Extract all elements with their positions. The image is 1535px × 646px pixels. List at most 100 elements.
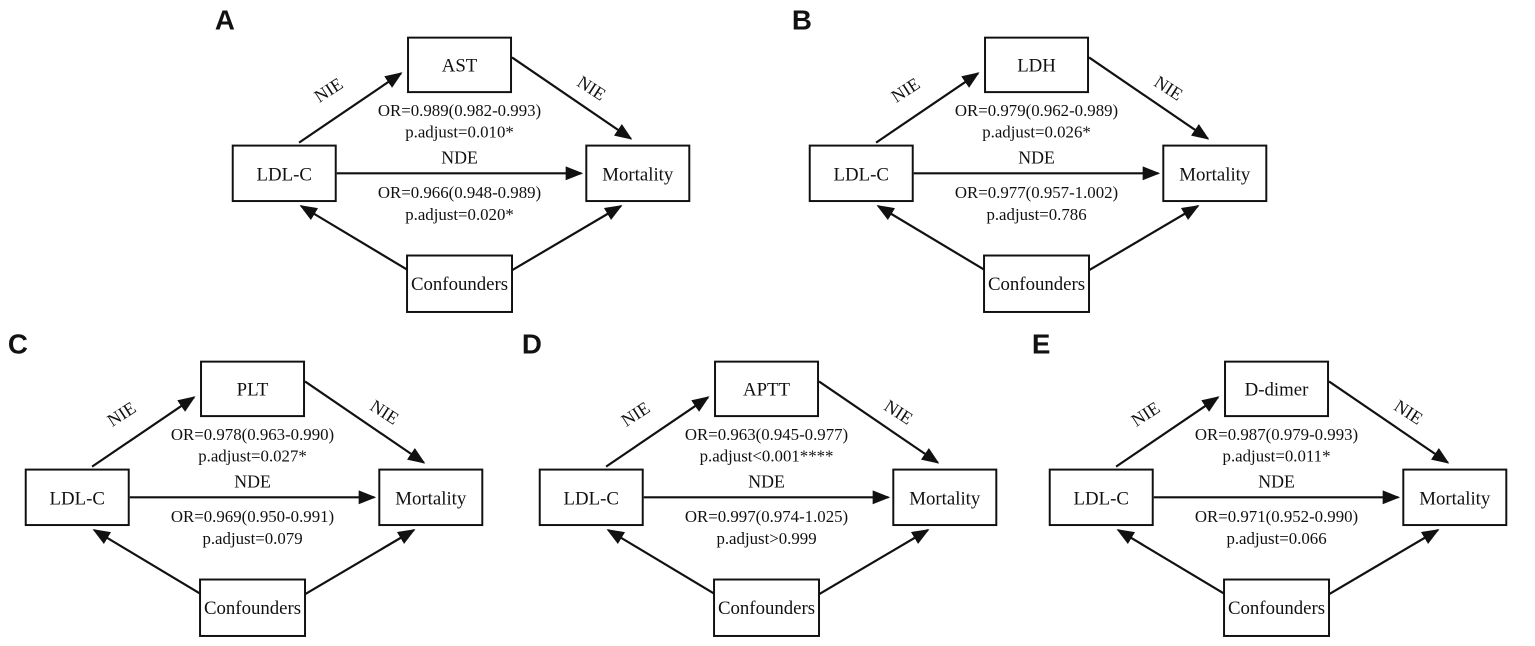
mediator-box <box>407 36 513 94</box>
outcome-label: Mortality <box>909 488 981 509</box>
arrow-mediator-to-outcome <box>304 380 426 464</box>
nde-label: NDE <box>1258 471 1295 491</box>
arrow-confounders-to-outcome <box>504 205 623 276</box>
arrow-confounders-to-outcome <box>1081 205 1200 276</box>
outcome-label: Mortality <box>1179 164 1251 185</box>
nde-label: NDE <box>748 471 785 491</box>
direct-or-text: OR=0.969(0.950-0.991) <box>171 507 334 526</box>
mediator-box <box>714 360 820 418</box>
outcome-box <box>1162 144 1268 203</box>
nie-right-label: NIE <box>881 396 917 429</box>
mediation-diagram: A LDL-C AST Mortality Confounders NIE <box>215 5 691 313</box>
mediator-label: APTT <box>743 379 791 400</box>
nde-label: NDE <box>1018 147 1055 167</box>
confounders-box <box>713 578 821 637</box>
confounders-label: Confounders <box>988 274 1085 295</box>
arrow-confounders-to-outcome <box>811 529 930 600</box>
exposure-box <box>1048 468 1154 527</box>
arrow-exposure-to-mediator <box>298 72 403 144</box>
nde-label: NDE <box>441 147 478 167</box>
nie-right-label: NIE <box>367 396 403 429</box>
panel-letter: A <box>215 5 235 36</box>
direct-p-text: p.adjust>0.999 <box>716 529 816 548</box>
direct-p-text: p.adjust=0.066 <box>1226 529 1326 548</box>
confounders-box <box>406 254 514 313</box>
outcome-box <box>378 468 484 527</box>
indirect-p-text: p.adjust=0.027* <box>198 447 307 466</box>
arrow-confounders-to-outcome <box>297 529 416 600</box>
panel-letter: E <box>1032 329 1051 360</box>
mediation-panel: E LDL-C D-dimer Mortality Confounders N <box>1022 324 1535 646</box>
nie-left-label: NIE <box>618 398 654 431</box>
indirect-or-text: OR=0.963(0.945-0.977) <box>685 425 848 444</box>
nie-right-label: NIE <box>1151 72 1187 105</box>
arrow-confounders-to-exposure <box>1116 529 1233 600</box>
mediator-label: AST <box>442 55 478 76</box>
indirect-or-text: OR=0.978(0.963-0.990) <box>171 425 334 444</box>
mediator-label: D-dimer <box>1245 379 1309 400</box>
mediator-box <box>1224 360 1330 418</box>
confounders-label: Confounders <box>1228 598 1325 619</box>
outcome-box <box>1402 468 1508 527</box>
mediator-box <box>984 36 1090 94</box>
confounders-label: Confounders <box>204 598 301 619</box>
mediation-panel: C LDL-C PLT Mortality Confounders NIE <box>0 324 513 646</box>
confounders-box <box>199 578 307 637</box>
direct-p-text: p.adjust=0.786 <box>986 205 1086 224</box>
confounders-label: Confounders <box>718 598 815 619</box>
indirect-p-text: p.adjust=0.011* <box>1223 447 1331 466</box>
mediation-diagram: D LDL-C APTT Mortality Confounders NIE <box>522 329 998 637</box>
mediator-label: PLT <box>237 379 269 400</box>
outcome-label: Mortality <box>602 164 674 185</box>
exposure-box <box>538 468 644 527</box>
arrow-mediator-to-outcome <box>1328 380 1450 464</box>
arrow-confounders-to-exposure <box>299 205 416 276</box>
confounders-box <box>983 254 1091 313</box>
exposure-label: LDL-C <box>1074 488 1129 509</box>
mediation-diagram: B LDL-C LDH Mortality Confounders NIE <box>792 5 1268 313</box>
exposure-label: LDL-C <box>834 164 889 185</box>
arrow-exposure-to-mediator <box>91 396 196 468</box>
panel-letter: D <box>522 329 542 360</box>
direct-or-text: OR=0.997(0.974-1.025) <box>685 507 848 526</box>
outcome-label: Mortality <box>1419 488 1491 509</box>
nie-left-label: NIE <box>104 398 140 431</box>
direct-p-text: p.adjust=0.020* <box>405 205 514 224</box>
arrow-exposure-to-mediator <box>875 72 980 144</box>
outcome-box <box>892 468 998 527</box>
nie-right-label: NIE <box>574 72 610 105</box>
direct-p-text: p.adjust=0.079 <box>202 529 302 548</box>
mediator-box <box>200 360 306 418</box>
indirect-or-text: OR=0.979(0.962-0.989) <box>955 101 1118 120</box>
arrow-confounders-to-exposure <box>92 529 209 600</box>
panel-letter: C <box>8 329 28 360</box>
nie-left-label: NIE <box>888 74 924 107</box>
outcome-label: Mortality <box>395 488 467 509</box>
confounders-box <box>1223 578 1331 637</box>
arrow-confounders-to-exposure <box>876 205 993 276</box>
nie-left-label: NIE <box>1128 398 1164 431</box>
arrow-confounders-to-exposure <box>606 529 723 600</box>
mediation-panel: D LDL-C APTT Mortality Confounders NIE <box>512 324 1027 646</box>
outcome-box <box>585 144 691 203</box>
panel-letter: B <box>792 5 812 36</box>
indirect-p-text: p.adjust=0.010* <box>405 123 514 142</box>
exposure-box <box>24 468 130 527</box>
mediation-panel: A LDL-C AST Mortality Confounders NIE <box>205 0 720 322</box>
exposure-label: LDL-C <box>564 488 619 509</box>
arrow-mediator-to-outcome <box>511 56 633 140</box>
direct-or-text: OR=0.971(0.952-0.990) <box>1195 507 1358 526</box>
exposure-box <box>231 144 337 203</box>
direct-or-text: OR=0.966(0.948-0.989) <box>378 183 541 202</box>
mediation-diagram: C LDL-C PLT Mortality Confounders NIE <box>8 329 484 637</box>
nie-left-label: NIE <box>311 74 347 107</box>
arrow-exposure-to-mediator <box>1115 396 1220 468</box>
arrow-mediator-to-outcome <box>818 380 940 464</box>
mediation-panel: B LDL-C LDH Mortality Confounders NIE <box>782 0 1297 322</box>
confounders-label: Confounders <box>411 274 508 295</box>
arrow-confounders-to-outcome <box>1321 529 1440 600</box>
mediator-label: LDH <box>1017 55 1056 76</box>
indirect-p-text: p.adjust<0.001**** <box>700 447 834 466</box>
nie-right-label: NIE <box>1391 396 1427 429</box>
